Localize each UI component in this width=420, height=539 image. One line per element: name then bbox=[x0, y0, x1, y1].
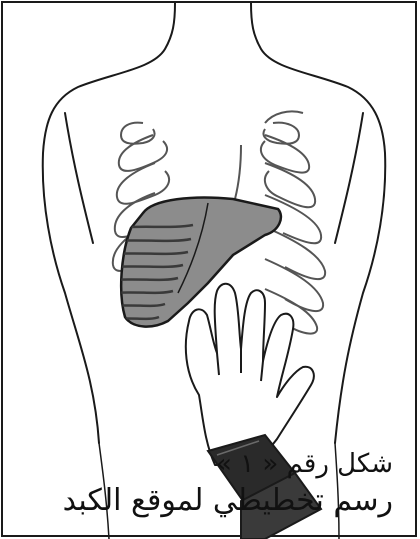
hand-icon bbox=[186, 284, 314, 465]
figure-caption: رسم تخطيطي لموقع الكبد bbox=[63, 483, 393, 518]
figure-label: شكل رقم « ١ » bbox=[216, 449, 393, 479]
